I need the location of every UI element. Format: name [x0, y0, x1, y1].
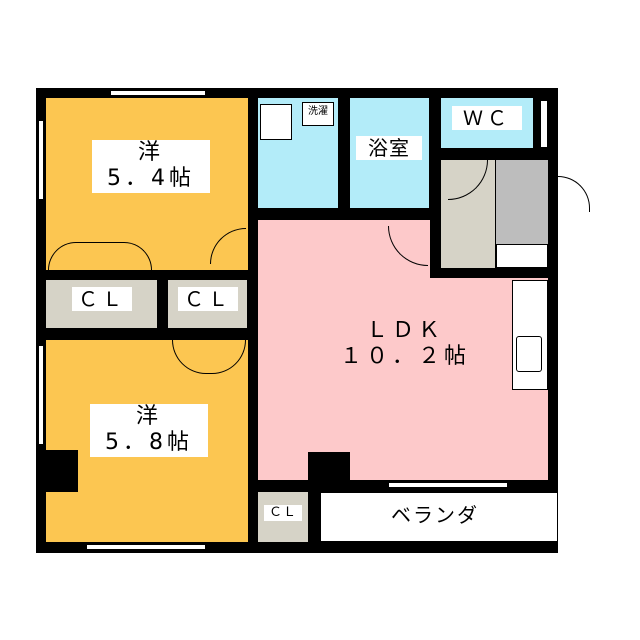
- pillar: [40, 450, 78, 492]
- window: [110, 90, 206, 96]
- window: [388, 482, 508, 488]
- room-size: １０．２帖: [339, 344, 470, 370]
- washer-label: 洗濯: [308, 106, 328, 117]
- closet-doors[interactable]: [48, 242, 152, 270]
- window: [38, 345, 44, 445]
- window: [86, 544, 206, 550]
- room-type: ＬＤＫ: [365, 318, 444, 343]
- washbasin: [260, 104, 292, 140]
- pillar-ldk: [308, 452, 350, 492]
- window: [38, 120, 44, 200]
- veranda-label: ベランダ: [370, 503, 500, 527]
- room-size: 5．4帖: [107, 166, 195, 192]
- room-size: 5．8帖: [105, 430, 193, 456]
- western-room-1-label: 洋 5．4帖: [92, 140, 210, 193]
- sink: [516, 336, 542, 372]
- entrance: [496, 160, 548, 244]
- bath-label: 浴室: [356, 136, 422, 160]
- ldk-label: ＬＤＫ １０．２帖: [330, 318, 480, 371]
- room-type: 洋: [135, 404, 162, 429]
- closet-2-label: ＣＬ: [178, 287, 238, 311]
- window: [540, 100, 548, 148]
- western-room-2-label: 洋 5．8帖: [90, 404, 208, 457]
- kitchen-counter: [512, 280, 548, 390]
- washing-machine-space: [302, 102, 334, 126]
- room-type: 洋: [137, 140, 164, 165]
- entrance-door[interactable]: [558, 176, 590, 212]
- ldk-room: [258, 220, 430, 480]
- closet-3-label: ＣＬ: [264, 505, 302, 521]
- wc-label: ＷＣ: [452, 106, 522, 130]
- shoe-box: [496, 244, 548, 268]
- closet-1-label: ＣＬ: [72, 287, 132, 311]
